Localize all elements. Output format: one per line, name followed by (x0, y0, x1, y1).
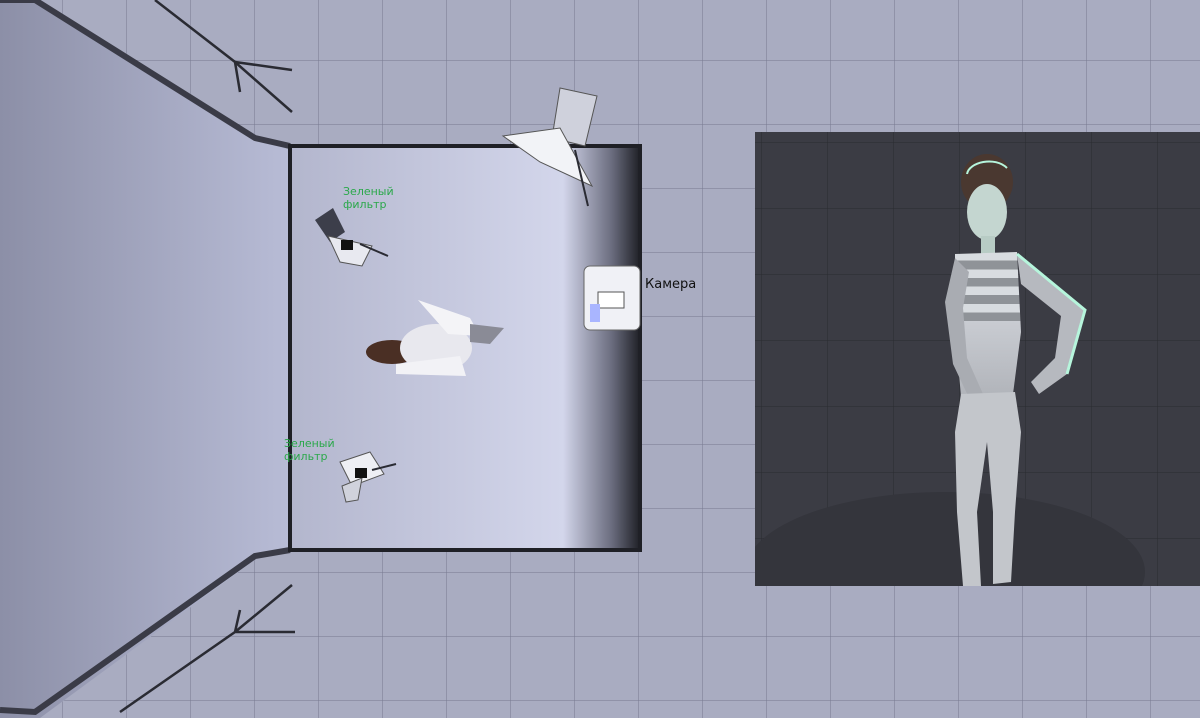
wall-edge-bottom (0, 547, 291, 716)
camera-preview-panel (755, 132, 1200, 586)
cyclorama-wall (0, 0, 290, 718)
filter-label-top: Зеленый фильтр (343, 185, 394, 211)
camera-label: Камера (645, 277, 697, 292)
preview-floor-shadow (755, 492, 1145, 586)
backdrop-edge (288, 144, 642, 552)
softbox-light-icon (315, 208, 389, 267)
filter-label-bottom: Зеленый фильтр (284, 437, 335, 463)
person-figure-icon (366, 300, 504, 376)
camera-icon (583, 265, 641, 331)
tripod-icon (119, 584, 295, 714)
wall-edge-top (0, 0, 291, 149)
model-figure-icon (945, 154, 1087, 586)
studio-light-icon (501, 87, 598, 207)
softbox-light-icon (339, 451, 397, 503)
tripod-icon (154, 0, 293, 113)
